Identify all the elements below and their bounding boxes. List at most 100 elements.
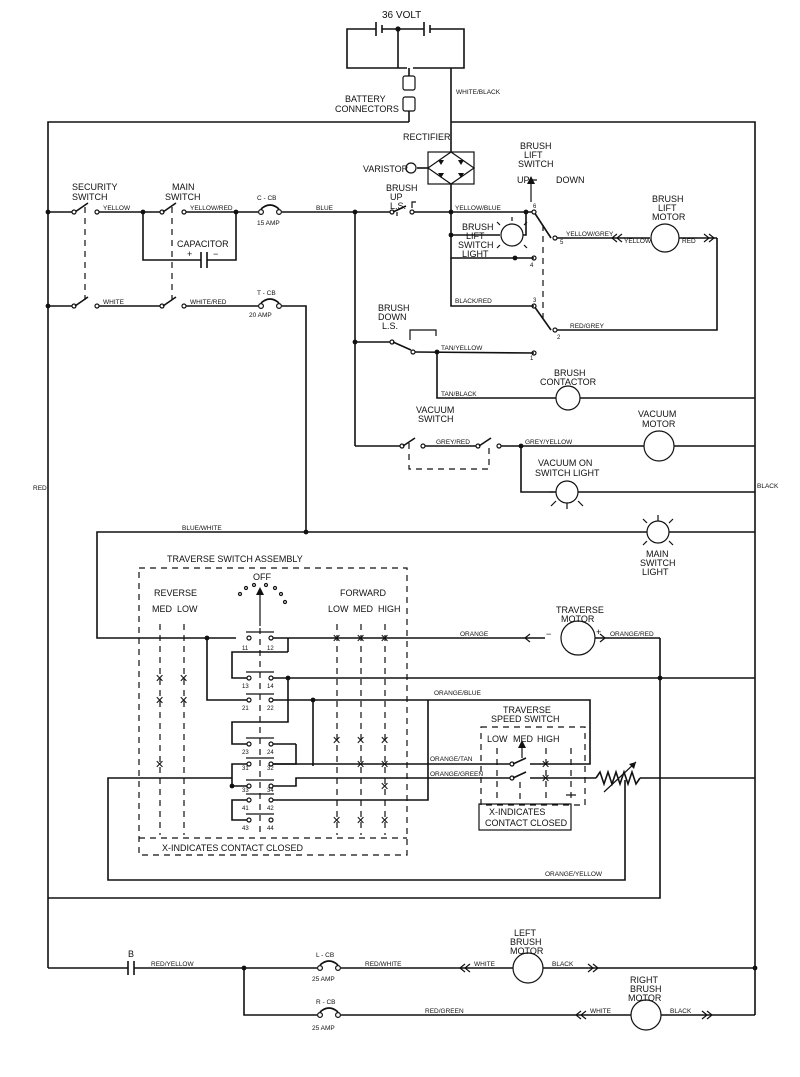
svg-text:✕: ✕ bbox=[332, 814, 341, 827]
svg-text:✕: ✕ bbox=[380, 780, 389, 793]
wire-label-grey-red: GREY/RED bbox=[436, 439, 470, 446]
brush-up-ls-label-3: L.S. bbox=[390, 201, 406, 211]
svg-text:✕: ✕ bbox=[380, 734, 389, 747]
terminal-13: 13 bbox=[242, 684, 249, 690]
breaker-r-rating: 25 AMP bbox=[312, 1025, 335, 1032]
brush-lift-motor: YELLOW/GREY YELLOW RED RED/GREY BRUSH LI… bbox=[557, 194, 718, 331]
right-brush-motor-label-2: BRUSH bbox=[630, 984, 662, 994]
wire-label-yellow-red: YELLOW/RED bbox=[190, 205, 233, 212]
battery-connectors: BATTERY CONNECTORS WHITE/BLACK bbox=[335, 68, 501, 152]
left-brush-motor-label-3: MOTOR bbox=[510, 946, 544, 956]
right-brush-motor-label-3: MOTOR bbox=[628, 993, 662, 1003]
brush-lift-switch-label-1: BRUSH bbox=[520, 141, 552, 151]
traverse-motor: − + ORANGE/RED TRAVERSE MOTOR bbox=[48, 605, 663, 899]
main-switch-light-label-2: SWITCH bbox=[640, 558, 676, 568]
svg-text:✕: ✕ bbox=[155, 694, 164, 707]
svg-text:✕: ✕ bbox=[155, 672, 164, 685]
battery-connectors-label-2: CONNECTORS bbox=[335, 104, 399, 114]
breaker-l-name: L - CB bbox=[316, 952, 334, 959]
terminal-14: 14 bbox=[267, 684, 274, 690]
traverse-off-label: OFF bbox=[253, 572, 271, 582]
traverse-assembly-title: TRAVERSE SWITCH ASSEMBLY bbox=[167, 554, 303, 564]
circuit-breaker-c: C - CB 15 AMP bbox=[257, 195, 283, 227]
lift-switch-terminal-4: 4 bbox=[530, 263, 534, 269]
wire-label-white: WHITE bbox=[103, 299, 125, 306]
brush-up-limit-switch: BRUSH UP L.S. bbox=[386, 183, 418, 216]
vacuum-motor-label-1: VACUUM bbox=[638, 409, 676, 419]
wire-label-red-yellow: RED/YELLOW bbox=[151, 961, 194, 968]
brush-lift-light-label-2: LIFT bbox=[466, 231, 485, 241]
wire-label-grey-yellow: GREY/YELLOW bbox=[525, 439, 573, 446]
lift-switch-terminal-2: 2 bbox=[557, 335, 561, 341]
varistor-label: VARISTOR bbox=[363, 164, 409, 174]
speed-switch-col-med: MED bbox=[513, 734, 534, 744]
speed-switch-label-1: TRAVERSE bbox=[503, 705, 551, 715]
security-switch-label-2: SWITCH bbox=[72, 192, 108, 202]
main-switch-light-label-3: LIGHT bbox=[642, 567, 669, 577]
terminal-21: 21 bbox=[242, 706, 249, 712]
main-switch-light: MAIN SWITCH LIGHT bbox=[306, 515, 755, 577]
terminal-32: 32 bbox=[267, 766, 274, 772]
brush-lift-down-label: DOWN bbox=[556, 175, 585, 185]
svg-text:✕: ✕ bbox=[332, 734, 341, 747]
wire-label-red-lift: RED bbox=[682, 238, 696, 245]
wire-label-black-red: BLACK/RED bbox=[455, 298, 492, 305]
brush-contactor: TAN/BLACK BRUSH CONTACTOR bbox=[436, 352, 755, 411]
brush-lift-switch-light: BRUSH LIFT SWITCH LIGHT bbox=[448, 209, 534, 261]
wire-label-orange: ORANGE bbox=[460, 631, 489, 638]
wire-label-white-left: WHITE bbox=[474, 961, 496, 968]
wire-label-orange-blue: ORANGE/BLUE bbox=[434, 690, 482, 697]
traverse-fwd-col-high: HIGH bbox=[378, 604, 401, 614]
terminal-12: 12 bbox=[267, 646, 274, 652]
wire-label-red-green: RED/GREEN bbox=[425, 1008, 464, 1015]
brush-contactor-label-2: CONTACTOR bbox=[540, 377, 597, 387]
terminal-24: 24 bbox=[267, 750, 274, 756]
breaker-r-name: R - CB bbox=[316, 999, 336, 1006]
traverse-switch-assembly: TRAVERSE SWITCH ASSEMBLY OFF REVERSE FOR… bbox=[138, 554, 408, 856]
main-switch-pole-2 bbox=[159, 296, 187, 309]
traverse-motor-plus: + bbox=[596, 627, 601, 637]
traverse-reverse-label: REVERSE bbox=[154, 588, 197, 598]
wire-label-black-frame: BLACK bbox=[757, 483, 779, 490]
battery-connectors-label-1: BATTERY bbox=[345, 94, 386, 104]
svg-text:✕: ✕ bbox=[356, 734, 365, 747]
wire-label-yellow-blue: YELLOW/BLUE bbox=[455, 205, 502, 212]
wire-label-white-right: WHITE bbox=[590, 1008, 612, 1015]
security-switch-label-1: SECURITY bbox=[72, 182, 118, 192]
main-switch-label-1: MAIN bbox=[172, 182, 195, 192]
wire-label-orange-tan: ORANGE/TAN bbox=[430, 756, 473, 763]
main-switch-light-label-1: MAIN bbox=[646, 549, 669, 559]
right-brush-motor: RED/GREEN WHITE BLACK RIGHT BRUSH MOTOR bbox=[341, 975, 755, 1031]
traverse-wiring: ORANGE/BLUE ORANGE/TAN ORANGE/GREEN ORAN… bbox=[107, 631, 755, 881]
traverse-fwd-col-med: MED bbox=[353, 604, 374, 614]
terminal-22: 22 bbox=[267, 706, 274, 712]
vacuum-switch: GREY/RED VACUUM SWITCH bbox=[355, 405, 502, 470]
wire-label-orange-red: ORANGE/RED bbox=[610, 631, 654, 638]
brush-down-ls-label-1: BRUSH bbox=[378, 303, 410, 313]
svg-text:✕: ✕ bbox=[356, 814, 365, 827]
capacitor-plus: + bbox=[187, 249, 192, 259]
main-frame-wires: RED BLACK bbox=[33, 121, 779, 1015]
speed-switch-note-2: CONTACT CLOSED bbox=[485, 818, 568, 828]
rectifier: RECTIFIER VARISTOR bbox=[363, 132, 476, 212]
vacuum-motor: VACUUM MOTOR bbox=[638, 409, 755, 462]
wire-label-tan-yellow: TAN/YELLOW bbox=[441, 345, 483, 352]
terminal-42: 42 bbox=[267, 806, 274, 812]
lift-switch-terminal-6: 6 bbox=[533, 204, 537, 210]
battery-voltage-label: 36 VOLT bbox=[382, 10, 421, 21]
traverse-motor-label-1: TRAVERSE bbox=[556, 605, 604, 615]
traverse-fwd-col-low: LOW bbox=[328, 604, 349, 614]
speed-rheostat bbox=[560, 761, 755, 793]
speed-switch-col-low: LOW bbox=[487, 734, 508, 744]
traverse-forward-label: FORWARD bbox=[340, 588, 386, 598]
traverse-rev-col-low: LOW bbox=[177, 604, 198, 614]
lift-switch-terminal-1: 1 bbox=[530, 356, 534, 362]
wire-label-black-left: BLACK bbox=[552, 961, 574, 968]
main-switch: MAIN SWITCH bbox=[159, 182, 201, 300]
svg-text:✕: ✕ bbox=[541, 772, 550, 785]
wire-label-red-grey: RED/GREY bbox=[570, 323, 605, 330]
wire-label-yellow: YELLOW bbox=[103, 205, 131, 212]
wire-label-black-right: BLACK bbox=[670, 1008, 692, 1015]
